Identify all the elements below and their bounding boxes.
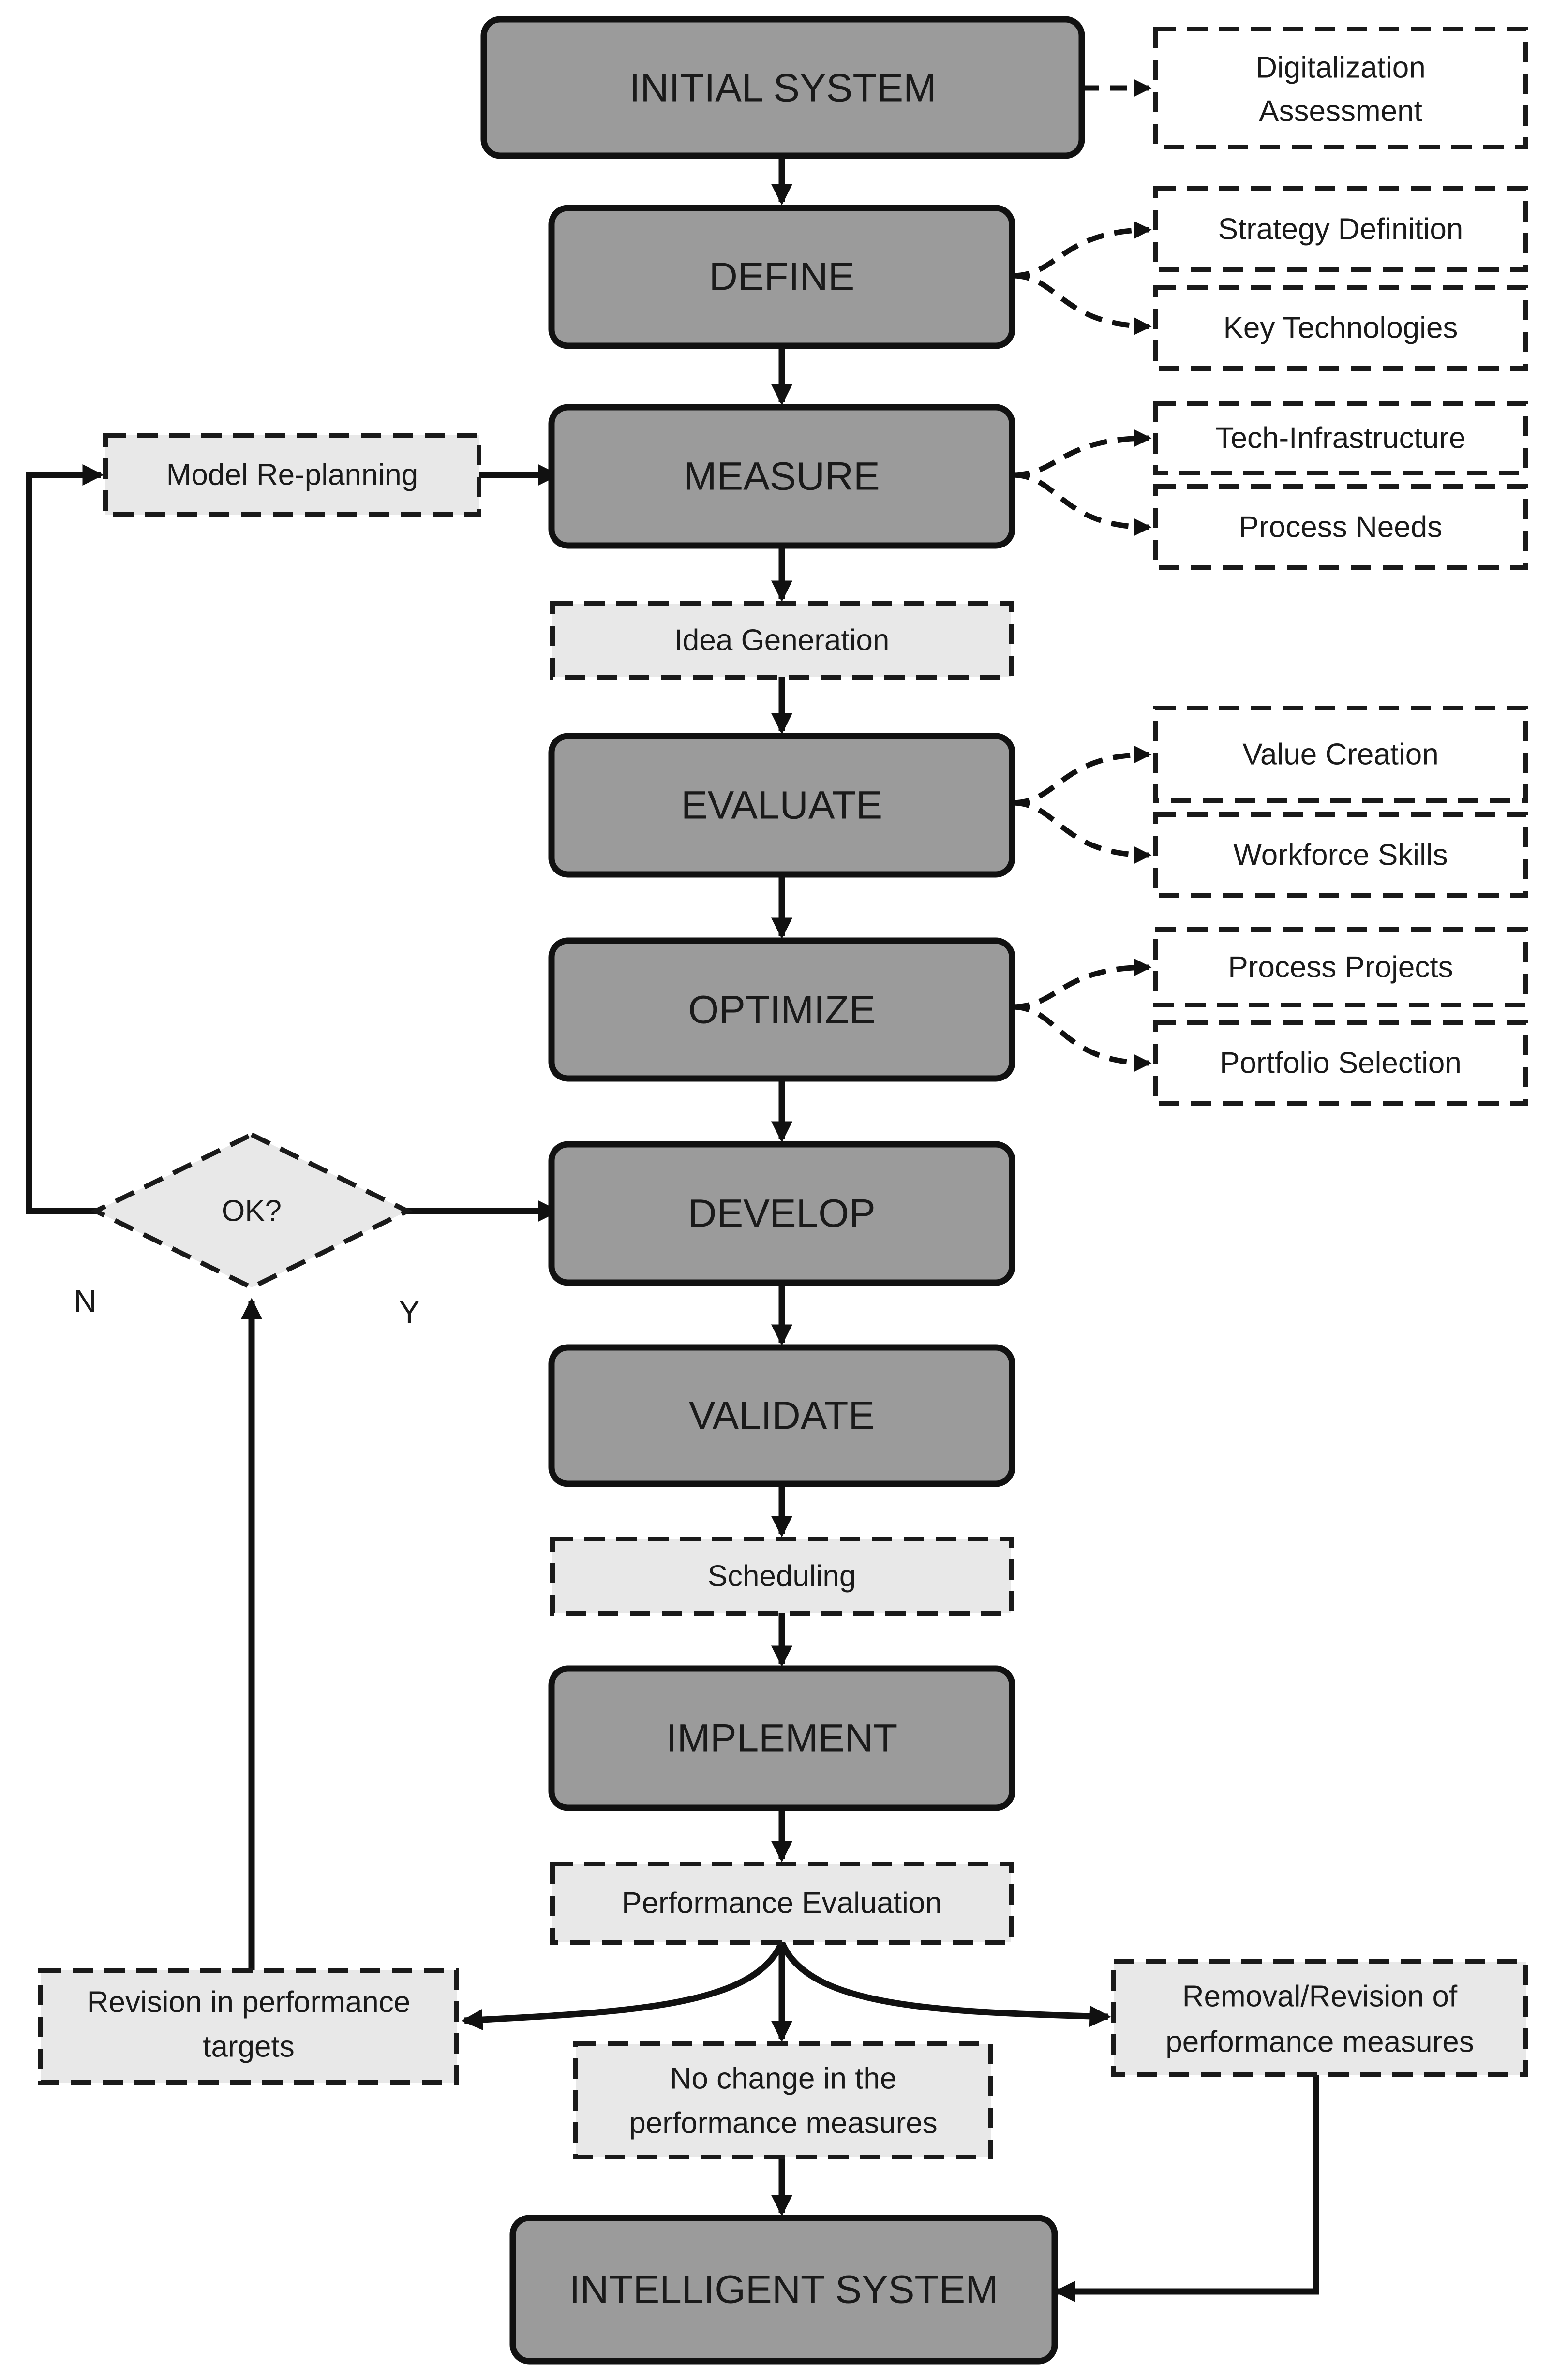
arrow-decision-to-replanning <box>26 464 104 1214</box>
main-step-initial-system: INITIAL SYSTEM <box>480 16 1085 159</box>
main-step-measure: MEASURE <box>548 404 1015 549</box>
removal-revision-line-1: Removal/Revision of <box>1182 1980 1458 2013</box>
arrow-define-to-strategy <box>1012 221 1152 279</box>
main-step-validate: VALIDATE <box>548 1344 1015 1487</box>
process-projects-box: Process Projects <box>1153 927 1528 1007</box>
main-step-develop: DEVELOP <box>548 1141 1015 1286</box>
main-step-optimize: OPTIMIZE <box>548 937 1015 1082</box>
revision-targets-box: Revision in performance targets <box>38 1968 459 2085</box>
tech-infrastructure-box: Tech-Infrastructure <box>1153 401 1528 475</box>
removal-revision-box: Removal/Revision of performance measures <box>1111 1959 1528 2077</box>
arrow-measure-to-processneeds <box>1012 472 1152 536</box>
main-step-label: OPTIMIZE <box>688 988 875 1032</box>
arrow-evaluate-to-valuecreation <box>1012 745 1152 806</box>
key-technologies-label: Key Technologies <box>1224 311 1458 345</box>
process-needs-box: Process Needs <box>1153 484 1528 570</box>
scheduling-box: Scheduling <box>550 1537 1014 1616</box>
main-step-label: VALIDATE <box>689 1394 875 1438</box>
main-step-label: INITIAL SYSTEM <box>629 66 937 110</box>
arrow-perf-eval-to-removal <box>779 1941 1111 2027</box>
main-step-label: DEVELOP <box>688 1192 875 1236</box>
idea-generation-label: Idea Generation <box>674 624 890 657</box>
strategy-definition-box: Strategy Definition <box>1153 186 1528 272</box>
key-technologies-box: Key Technologies <box>1153 285 1528 371</box>
arrow-define-to-keytech <box>1012 273 1152 336</box>
workforce-skills-box: Workforce Skills <box>1153 812 1528 898</box>
digitalization-assessment-line-1: Digitalization <box>1255 51 1426 85</box>
value-creation-box: Value Creation <box>1153 706 1528 803</box>
decision-yes-label: Y <box>399 1294 420 1330</box>
no-change-line-1: No change in the <box>670 2062 897 2096</box>
digitalization-assessment-line-2: Assessment <box>1259 95 1422 128</box>
performance-branches <box>461 1941 1319 2303</box>
portfolio-selection-label: Portfolio Selection <box>1220 1047 1462 1080</box>
idea-generation-box: Idea Generation <box>550 601 1014 680</box>
no-change-box: No change in the performance measures <box>573 2041 993 2159</box>
arrow-optimize-to-processprojects <box>1012 958 1152 1010</box>
scheduling-label: Scheduling <box>708 1560 856 1593</box>
revision-targets-line-1: Revision in performance <box>87 1986 411 2019</box>
strategy-definition-label: Strategy Definition <box>1218 213 1463 246</box>
main-step-define: DEFINE <box>548 205 1015 349</box>
digitalization-assessment-box: Digitalization Assessment <box>1153 27 1528 149</box>
value-creation-label: Value Creation <box>1242 738 1439 771</box>
main-step-label: EVALUATE <box>681 783 882 828</box>
model-replanning-box: Model Re-planning <box>103 433 481 517</box>
process-projects-label: Process Projects <box>1228 951 1453 984</box>
arrow-removal-to-intelligent <box>1054 2075 1319 2303</box>
arrow-perf-eval-to-revision <box>461 1941 785 2031</box>
main-step-evaluate: EVALUATE <box>548 733 1015 878</box>
removal-revision-line-2: performance measures <box>1165 2025 1474 2059</box>
process-needs-label: Process Needs <box>1239 511 1442 544</box>
main-step-label: DEFINE <box>709 255 855 299</box>
performance-evaluation-box: Performance Evaluation <box>550 1862 1014 1945</box>
main-step-label: IMPLEMENT <box>666 1716 897 1760</box>
no-change-line-2: performance measures <box>629 2107 938 2140</box>
portfolio-selection-box: Portfolio Selection <box>1153 1020 1528 1106</box>
decision-no-label: N <box>74 1283 97 1319</box>
model-replanning-label: Model Re-planning <box>166 458 418 492</box>
arrow-optimize-to-portfolio <box>1012 1004 1152 1072</box>
main-step-label: INTELLIGENT SYSTEM <box>569 2268 998 2312</box>
decision-diamond: OK? <box>90 1132 413 1290</box>
main-step-implement: IMPLEMENT <box>548 1665 1015 1811</box>
tech-infrastructure-label: Tech-Infrastructure <box>1216 422 1466 455</box>
performance-evaluation-label: Performance Evaluation <box>622 1887 942 1920</box>
arrow-evaluate-to-workforce <box>1012 800 1152 864</box>
side-connectors <box>1012 79 1152 1072</box>
main-step-intelligent-system: INTELLIGENT SYSTEM <box>509 2215 1058 2365</box>
feedback-loop <box>26 464 560 1973</box>
workforce-skills-label: Workforce Skills <box>1233 839 1448 872</box>
arrow-measure-to-techinfra <box>1012 429 1152 478</box>
revision-targets-line-2: targets <box>203 2030 295 2064</box>
decision-question: OK? <box>222 1195 282 1228</box>
main-step-label: MEASURE <box>684 455 880 499</box>
